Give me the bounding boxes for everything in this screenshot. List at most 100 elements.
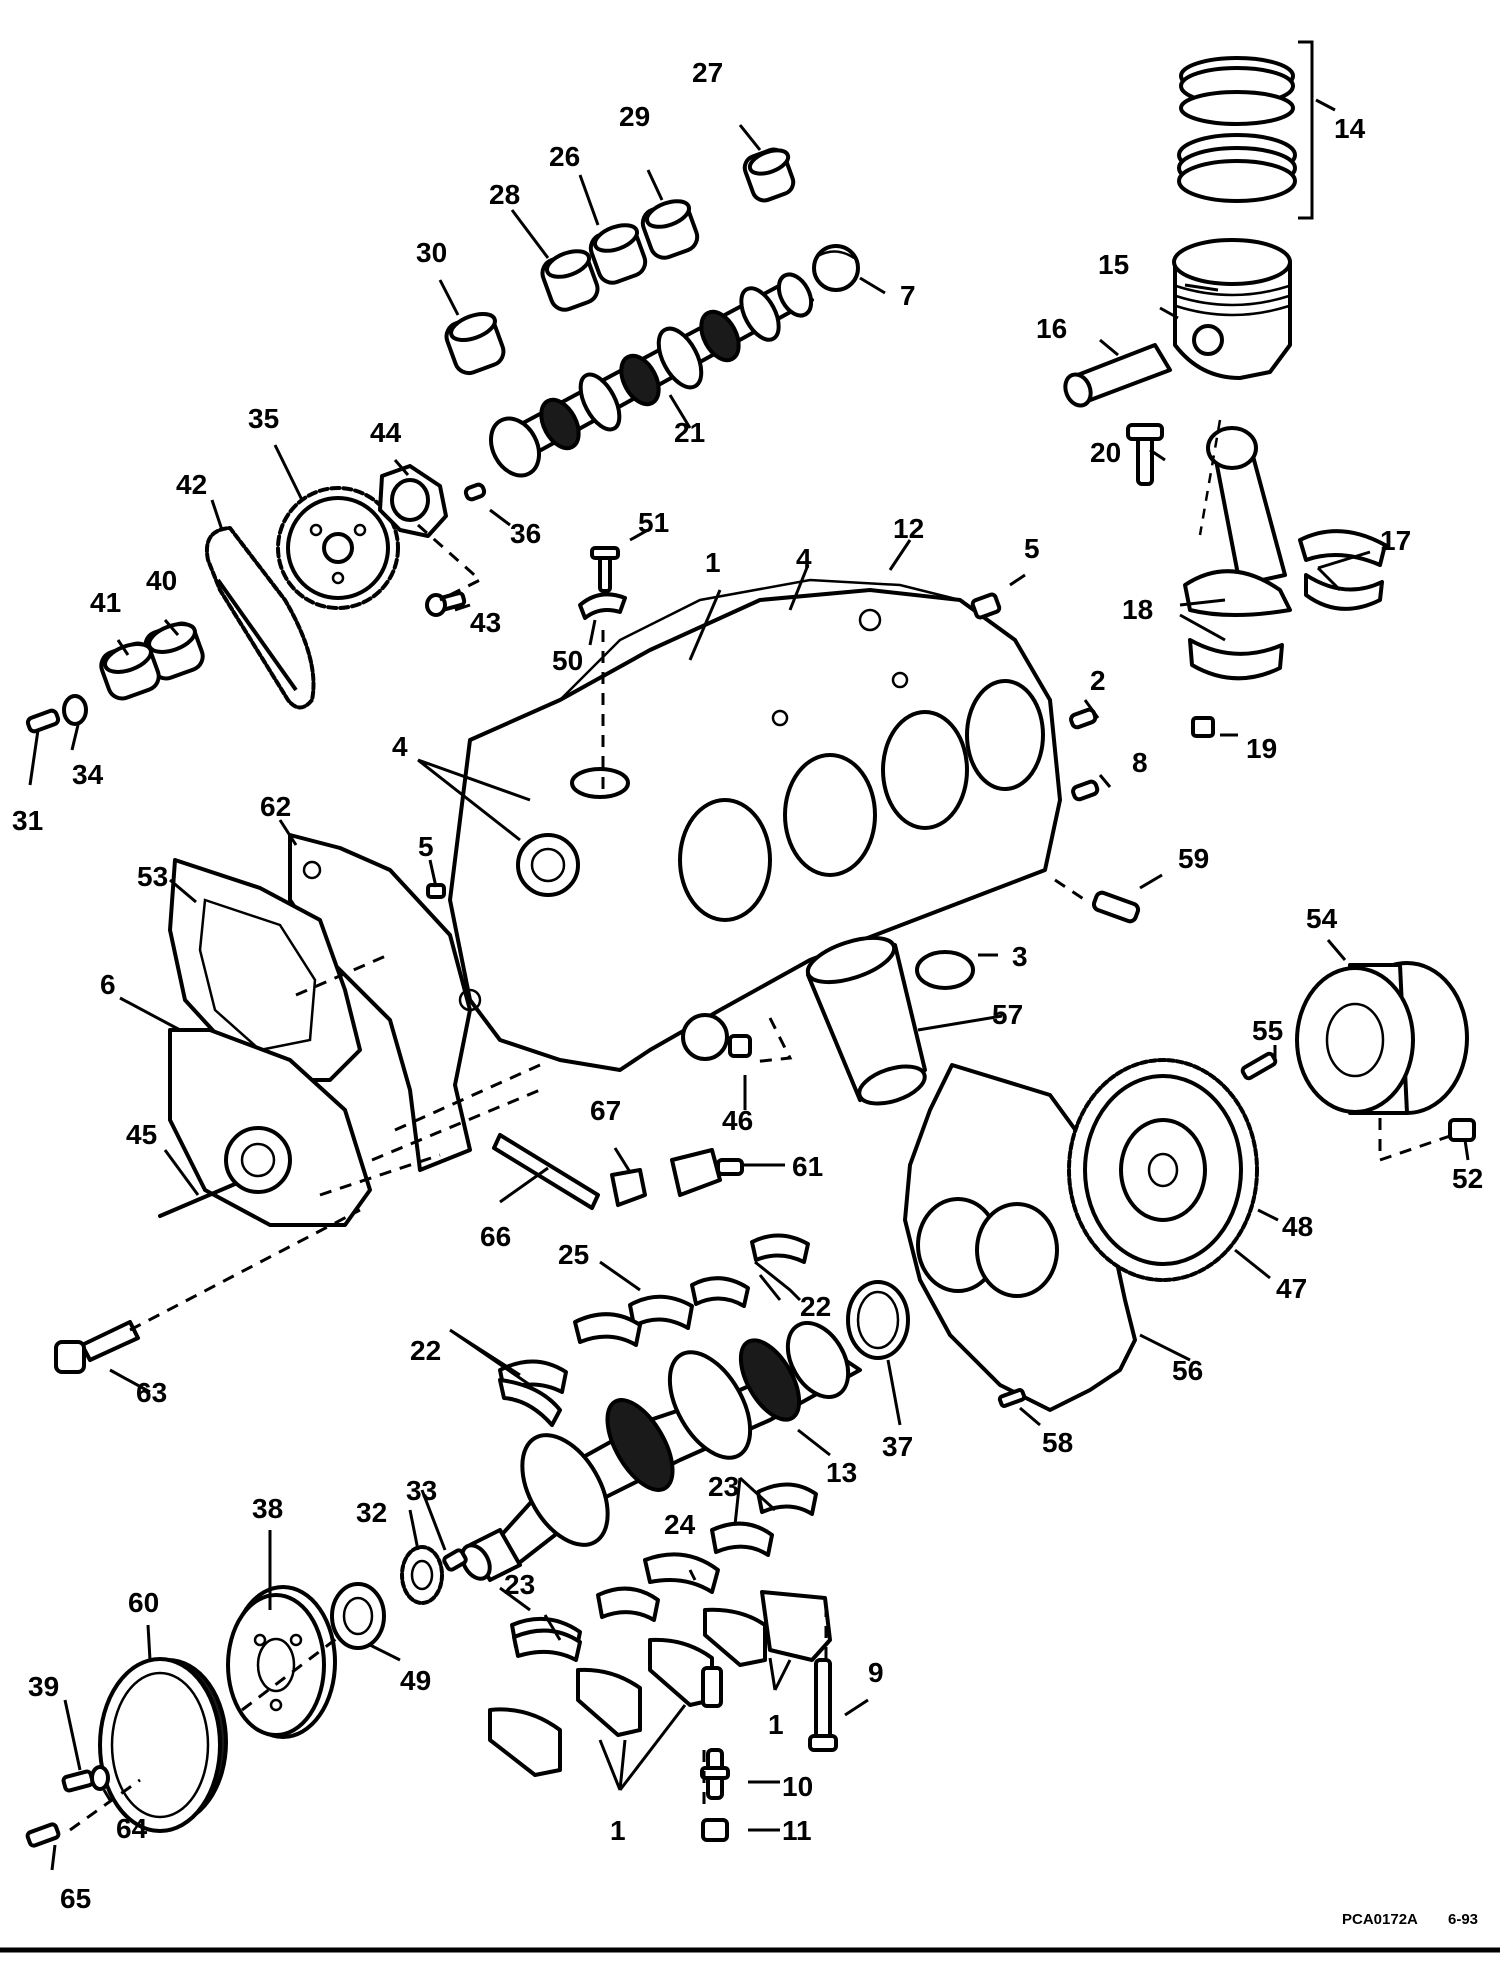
cam-bearing-27 — [742, 147, 796, 203]
callout-38: 38 — [252, 1493, 283, 1524]
callout-36: 36 — [510, 518, 541, 549]
callout-15: 15 — [1098, 249, 1129, 280]
callout-34: 34 — [72, 759, 104, 790]
thrust-bearing-25 — [628, 1294, 694, 1330]
callout-21: 21 — [674, 417, 705, 448]
leader-lines — [28, 40, 1470, 1871]
callout-5-left: 5 — [418, 831, 434, 862]
bolt-31 — [25, 708, 61, 734]
callout-56: 56 — [1172, 1355, 1203, 1386]
callout-12: 12 — [893, 513, 924, 544]
oil-fitting-50 — [578, 592, 627, 620]
callout-18: 18 — [1122, 594, 1153, 625]
callout-7: 7 — [900, 280, 916, 311]
sender-67 — [610, 1168, 647, 1207]
crankshaft-13 — [460, 1321, 862, 1582]
nut-11 — [701, 1818, 729, 1842]
nut-52 — [1448, 1118, 1476, 1142]
front-cover-6 — [168, 1028, 372, 1227]
main-bearing-23-front-cap — [512, 1628, 582, 1662]
callout-43: 43 — [470, 607, 501, 638]
figure-date: 6-93 — [1448, 1911, 1478, 1928]
figure-code: PCA0172A — [1342, 1911, 1418, 1928]
crank-gear-41 — [99, 641, 161, 701]
callout-23-right: 23 — [708, 1471, 739, 1502]
cam-bearing-29 — [640, 199, 700, 260]
callout-60: 60 — [128, 1587, 159, 1618]
callout-54: 54 — [1306, 903, 1338, 934]
callout-6: 6 — [100, 969, 116, 1000]
callout-28: 28 — [489, 179, 520, 210]
dowel-8 — [1071, 779, 1100, 802]
callout-17: 17 — [1380, 525, 1411, 556]
callout-16: 16 — [1036, 313, 1067, 344]
callout-30: 30 — [416, 237, 447, 268]
coupler-54 — [1295, 961, 1469, 1115]
callout-13: 13 — [826, 1457, 857, 1488]
pulley-60 — [98, 1657, 228, 1833]
bolt-39 — [61, 1769, 95, 1793]
engine-block-1 — [448, 578, 1062, 1072]
callout-19: 19 — [1246, 733, 1277, 764]
callout-26: 26 — [549, 141, 580, 172]
callout-44: 44 — [370, 417, 402, 448]
callout-31: 31 — [12, 805, 43, 836]
cam-plug-7 — [812, 244, 860, 292]
callout-9: 9 — [868, 1657, 884, 1688]
callout-22-left: 22 — [410, 1335, 441, 1366]
piston-15 — [1172, 238, 1292, 380]
callout-61: 61 — [792, 1151, 823, 1182]
callout-58: 58 — [1042, 1427, 1073, 1458]
flywheel-47 — [1067, 1058, 1259, 1282]
main-cap-1b — [648, 1637, 723, 1708]
callout-41: 41 — [90, 587, 121, 618]
callout-52: 52 — [1452, 1163, 1483, 1194]
callout-32: 32 — [356, 1497, 387, 1528]
crank-gear-32 — [400, 1545, 444, 1605]
callout-10: 10 — [782, 1771, 813, 1802]
plug-46 — [728, 1034, 752, 1058]
callout-40: 40 — [146, 565, 177, 596]
rear-seal-37 — [846, 1280, 910, 1360]
main-cap-bolt-51 — [590, 546, 620, 593]
callout-37: 37 — [882, 1431, 913, 1462]
main-bearing-22-front — [498, 1378, 562, 1427]
callout-47: 47 — [1276, 1273, 1307, 1304]
callout-48: 48 — [1282, 1211, 1313, 1242]
callout-63: 63 — [136, 1377, 167, 1408]
callout-1-block: 1 — [705, 547, 721, 578]
dipstick-tube-45 — [158, 1182, 237, 1218]
main-cap-1c — [576, 1667, 642, 1737]
callout-11: 11 — [782, 1815, 812, 1846]
callout-45: 45 — [126, 1119, 157, 1150]
piston-pin-16 — [1063, 343, 1172, 408]
callout-59: 59 — [1178, 843, 1209, 874]
callout-62: 62 — [260, 791, 291, 822]
callout-2: 2 — [1090, 665, 1106, 696]
callout-55: 55 — [1252, 1015, 1283, 1046]
plug-3 — [915, 950, 975, 990]
bolt-58 — [997, 1388, 1027, 1408]
main-bearing-22-mid — [573, 1312, 642, 1347]
piston-rings-14 — [1177, 56, 1297, 203]
callout-20: 20 — [1090, 437, 1121, 468]
main-cap-1a — [703, 1607, 767, 1667]
bolt-63 — [54, 1320, 140, 1374]
callout-29: 29 — [619, 101, 650, 132]
callout-1-caps-left: 1 — [610, 1815, 626, 1846]
crank-sprocket-40 — [143, 621, 205, 681]
callout-3: 3 — [1012, 941, 1028, 972]
timing-chain-42 — [205, 526, 316, 710]
cam-bearing-28 — [540, 249, 600, 312]
callout-22-right: 22 — [800, 1291, 831, 1322]
dowel-36 — [463, 482, 487, 502]
callout-1-caps-right: 1 — [768, 1709, 784, 1740]
callout-49: 49 — [400, 1665, 431, 1696]
callout-4-top: 4 — [796, 543, 812, 574]
fitting-59 — [1091, 890, 1141, 924]
callout-14: 14 — [1334, 113, 1366, 144]
oil-filter-adapter-57 — [805, 935, 927, 1106]
main-cap-bolt-9 — [808, 1658, 838, 1752]
callout-57: 57 — [992, 999, 1023, 1030]
